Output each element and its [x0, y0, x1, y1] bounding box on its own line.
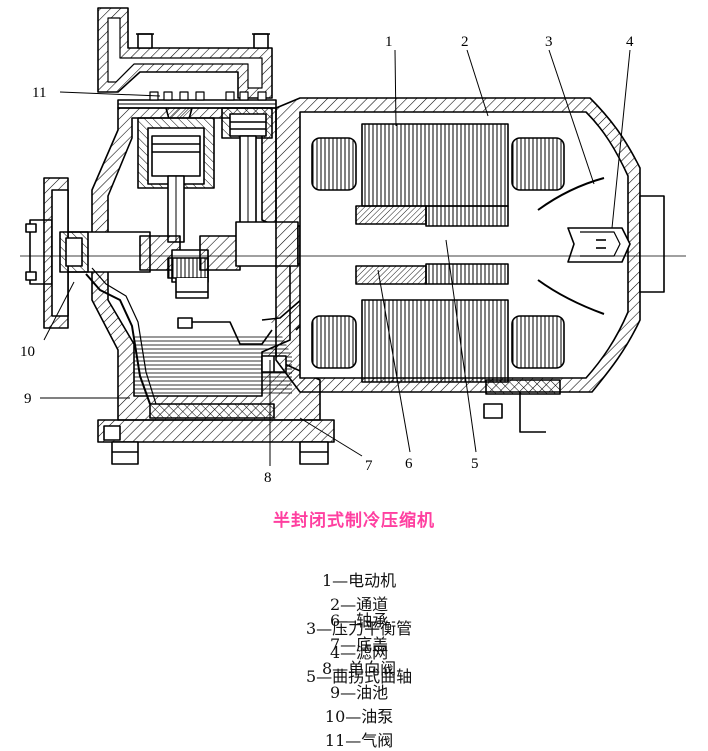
callout-6: 6 — [405, 456, 413, 472]
callout-8: 8 — [264, 470, 272, 486]
legend-item: 1—电动机 — [321, 571, 397, 590]
legend-item: 2—通道 — [329, 595, 389, 614]
callout-9: 9 — [24, 391, 32, 407]
figure-title: 半封闭式制冷压缩机 — [273, 511, 435, 531]
callout-5: 5 — [471, 456, 479, 472]
callout-4: 4 — [626, 34, 634, 50]
legend-item: 9—油池 — [329, 683, 389, 702]
base-cover — [97, 419, 335, 465]
callout-10: 10 — [20, 344, 35, 360]
legend-row-2: 6—轴承 7—底盖 8—单向阀 9—油池 10—油泵 11—气阀 — [0, 588, 708, 751]
legend-item: 10—油泵 — [324, 707, 394, 726]
callout-7: 7 — [365, 458, 373, 474]
callout-3: 3 — [545, 34, 553, 50]
callout-11: 11 — [32, 85, 46, 101]
cylinder-right — [221, 107, 273, 231]
callout-2: 2 — [461, 34, 469, 50]
motor-foot — [483, 379, 561, 433]
oil-pump-cover — [25, 177, 89, 329]
motor-stator — [311, 123, 565, 383]
legend-item: 7—底盖 — [329, 635, 389, 654]
suction-filter — [537, 177, 631, 315]
legend-item: 6—轴承 — [329, 611, 389, 630]
compressor-cross-section-diagram: 1 2 3 4 5 6 7 8 9 10 11 — [20, 7, 686, 486]
legend-item: 8—单向阀 — [321, 659, 397, 678]
legend-item: 11—气阀 — [324, 731, 394, 750]
callout-1: 1 — [385, 34, 393, 50]
cylinder-head — [97, 7, 273, 99]
cylinder-left — [137, 117, 215, 243]
oil-sump — [85, 267, 292, 419]
